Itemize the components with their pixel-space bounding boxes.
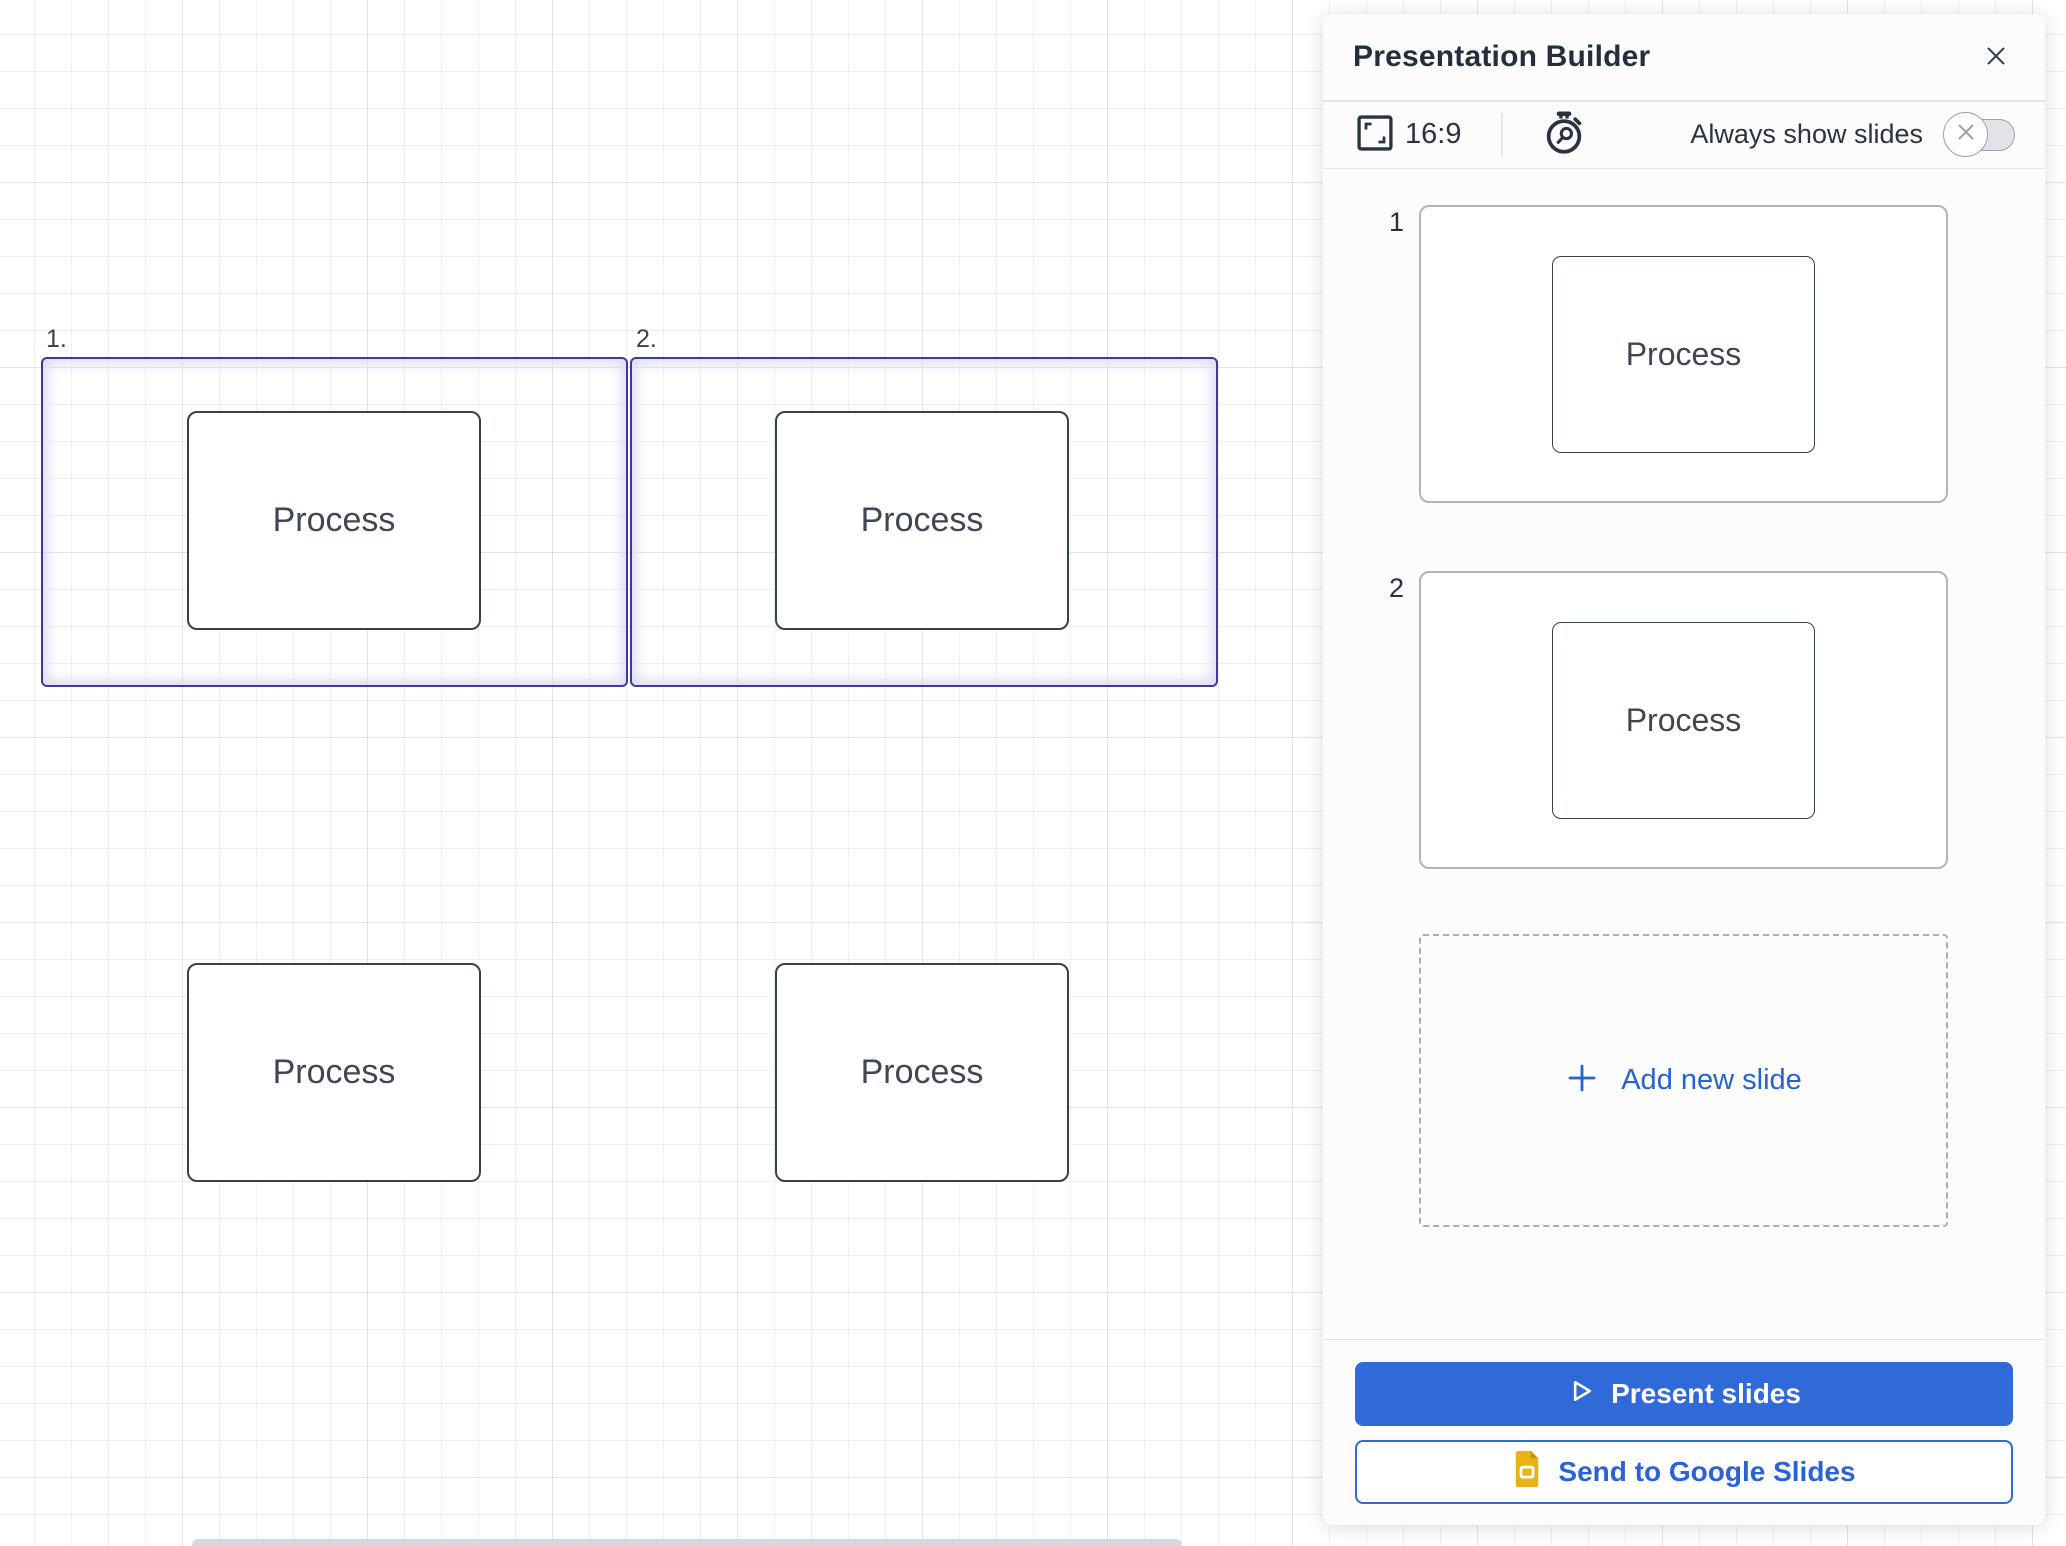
add-new-slide-button[interactable]: Add new slide (1419, 934, 1948, 1227)
slide-row-1: 1 Process (1323, 205, 2045, 503)
process-shape-label: Process (860, 501, 984, 539)
thumbnail-shape-label: Process (1625, 335, 1742, 372)
toggle-off-x-icon (1954, 120, 1978, 149)
slide-frame-label: 2. (636, 325, 657, 353)
thumbnail-shape-label: Process (1625, 701, 1742, 738)
process-shape[interactable]: Process (187, 963, 481, 1182)
toolbar-divider-bottom (1323, 167, 2045, 169)
slide-thumbnail-2[interactable]: Process (1419, 571, 1948, 869)
header-divider (1323, 100, 2045, 102)
thumbnail-process-shape: Process (1552, 621, 1815, 819)
present-slides-button[interactable]: Present slides (1355, 1362, 2013, 1426)
thumbnail-process-shape: Process (1552, 255, 1815, 453)
process-shape-label: Process (272, 501, 396, 539)
slide-frame-2[interactable] (630, 357, 1218, 687)
process-shape[interactable]: Process (187, 411, 481, 630)
panel-title: Presentation Builder (1353, 40, 1651, 73)
plus-icon (1565, 1061, 1599, 1100)
send-to-google-slides-label: Send to Google Slides (1558, 1456, 1856, 1487)
panel-footer: Present slides Send to Google Slides (1323, 1340, 2045, 1525)
panel-toolbar: 16:9 Always show slides (1323, 102, 2045, 168)
process-shape-label: Process (272, 1053, 396, 1091)
aspect-ratio-icon (1357, 115, 1393, 154)
panel-header: Presentation Builder (1323, 14, 2045, 100)
always-show-slides-toggle[interactable] (1943, 111, 2015, 157)
aspect-ratio-value: 16:9 (1405, 118, 1462, 150)
process-shape[interactable]: Process (775, 963, 1069, 1182)
add-new-slide-label: Add new slide (1621, 1064, 1802, 1096)
toggle-knob (1943, 111, 1988, 157)
toolbar-divider (1501, 112, 1503, 157)
always-show-slides-label: Always show slides (1690, 119, 1923, 149)
process-shape[interactable]: Process (775, 411, 1069, 630)
google-slides-icon (1512, 1450, 1542, 1495)
slide-frame-1[interactable] (41, 357, 628, 687)
presentation-builder-panel: Presentation Builder 1 (1323, 14, 2045, 1525)
timer-button[interactable] (1539, 106, 1589, 163)
send-to-google-slides-button[interactable]: Send to Google Slides (1355, 1440, 2013, 1504)
slide-row-2: 2 Process (1323, 571, 2045, 869)
footer-divider (1323, 1338, 2045, 1340)
stopwatch-icon (1543, 110, 1585, 159)
slide-number: 2 (1389, 573, 1405, 603)
close-button[interactable] (1977, 37, 2015, 78)
aspect-ratio-button[interactable]: 16:9 (1353, 111, 1465, 158)
slide-number: 1 (1389, 207, 1405, 237)
close-icon (1981, 41, 2011, 74)
present-slides-label: Present slides (1611, 1378, 1801, 1409)
horizontal-scrollbar[interactable] (192, 1539, 1182, 1546)
slide-thumbnail-1[interactable]: Process (1419, 205, 1948, 503)
process-shape-label: Process (860, 1053, 984, 1091)
play-icon (1567, 1377, 1595, 1412)
slide-frame-label: 1. (46, 325, 67, 353)
slides-list: 1 Process 2 Process (1323, 205, 2045, 1339)
